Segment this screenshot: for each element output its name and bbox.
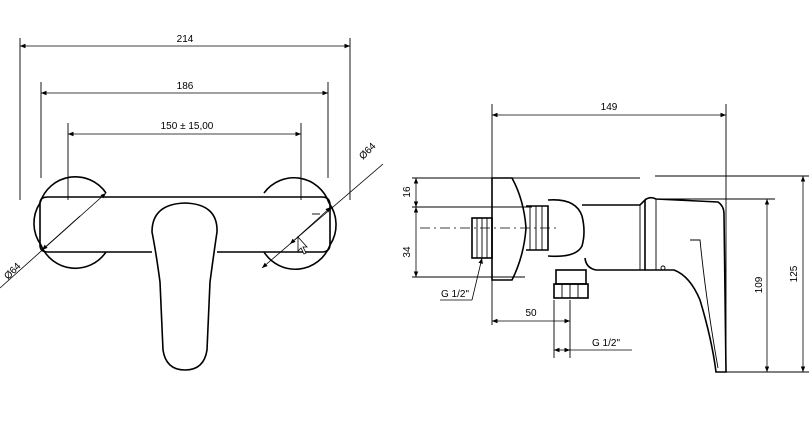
rosette-right [263, 176, 337, 270]
rosette-left [33, 176, 107, 270]
dimension-109: 109 [754, 199, 770, 372]
dimension-diameter-right: Ø64 [261, 141, 384, 269]
thread-label-inlet: G 1/2" [441, 289, 469, 300]
dimension-214-label: 214 [177, 34, 194, 45]
mixer-body-side [491, 177, 646, 281]
dimension-150-label: 150 ± 15,00 [161, 121, 214, 132]
dimension-16: 16 [402, 178, 419, 207]
lever-handle-side [644, 196, 727, 373]
dimension-149-label: 149 [601, 102, 618, 113]
mixer-body-front [39, 196, 331, 253]
dimension-34: 34 [402, 207, 419, 277]
dimension-50-label: 50 [525, 308, 537, 319]
thread-label-inlet-group: G 1/2" [440, 257, 483, 301]
dimension-109-label: 109 [754, 276, 765, 293]
dimension-inner-width: 186 [41, 81, 328, 96]
dimension-d64-right-label: Ø64 [357, 141, 378, 162]
thread-label-outlet-group: G 1/2" [554, 338, 632, 353]
dimension-diameter-left: Ø64 [0, 192, 107, 289]
front-view: 214 186 150 ± 15,00 [0, 34, 384, 371]
dimension-overall-width: 214 [20, 34, 350, 49]
inlet-connector [471, 217, 493, 259]
outlet-connector [553, 269, 589, 299]
dimension-186-label: 186 [177, 81, 194, 92]
dimension-125-label: 125 [789, 265, 800, 282]
lever-handle-front [151, 202, 218, 371]
dimension-centers: 150 ± 15,00 [68, 121, 301, 137]
thread-label-outlet: G 1/2" [592, 338, 620, 349]
dimension-125: 125 [789, 176, 806, 372]
side-view: 149 16 34 [402, 102, 809, 373]
dimension-34-label: 34 [402, 246, 413, 258]
dimension-50: 50 [492, 308, 570, 324]
dimension-16-label: 16 [402, 186, 413, 198]
dimension-depth: 149 [492, 102, 726, 118]
front-extension-lines [19, 38, 351, 200]
dimension-d64-left-label: Ø64 [2, 261, 23, 282]
